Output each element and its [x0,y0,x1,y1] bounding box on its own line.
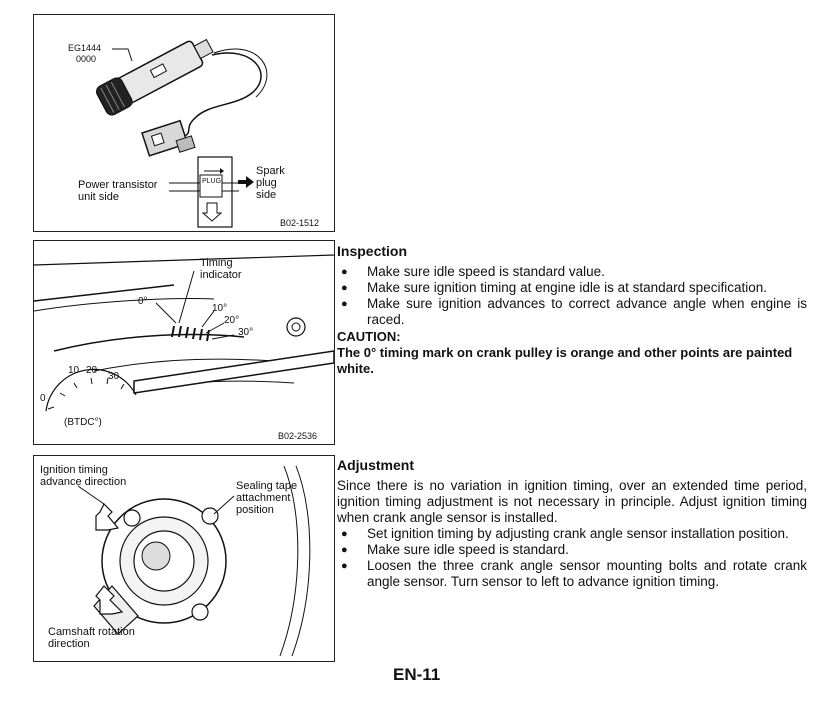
timing-indicator-label: Timing indicator [200,257,242,281]
timing-light-illustration [96,38,268,228]
advance-direction-label: Ignition timing advance direction [40,464,127,488]
adjustment-section: Adjustment Since there is no variation i… [337,457,807,590]
crank-pulley-illustration [34,254,334,412]
gauge-0-label: 0 [40,393,46,404]
tool-code: EG1444 [68,43,102,53]
plug-label: PLUG [202,178,222,185]
figure-id: B02-1512 [280,218,320,228]
page-number: EN-11 [393,665,441,684]
figure-timing-marks: Timing indicator 0° 10° 20° 30° 10 20 30… [33,240,335,445]
caution-title: CAUTION: [337,329,401,344]
list-item: Make sure idle speed is standard. [337,542,807,558]
list-item: Loosen the three crank angle sensor moun… [337,558,807,590]
crank-angle-sensor-illustration [77,465,311,657]
gauge-unit-label: (BTDC°) [64,417,102,428]
figure-crank-angle-sensor: Ignition timing advance direction Sealin… [33,455,335,662]
adjustment-intro: Since there is no variation in ignition … [337,478,807,525]
inspection-heading: Inspection [337,243,408,259]
camshaft-rotation-label: Camshaft rotation direction [48,626,135,650]
inspection-list: Make sure idle speed is standard value. … [337,264,807,328]
figure-id: B02-2536 [278,431,318,441]
gauge-30-label: 30 [108,371,120,382]
gauge-20-label: 20 [86,365,98,376]
inspection-section: Inspection Make sure idle speed is stand… [337,243,807,377]
list-item: Make sure ignition timing at engine idle… [337,280,807,296]
caution-body: The 0° timing mark on crank pulley is or… [337,345,793,376]
figure-timing-light: EG1444 0000 PLUG Power transistor unit s… [33,14,335,232]
list-item: Make sure idle speed is standard value. [337,264,807,280]
spark-plug-label: Spark plug side [256,165,285,201]
power-transistor-label: Power transistor unit side [78,179,158,203]
list-item: Set ignition timing by adjusting crank a… [337,526,807,542]
mark-10-label: 10° [212,303,228,314]
sealing-tape-label: Sealing tape attachment position [236,480,298,516]
mark-0-label: 0° [138,296,148,307]
adjustment-heading: Adjustment [337,457,414,473]
mark-30-label: 30° [238,327,254,338]
tool-code-suffix: 0000 [76,54,97,64]
adjustment-list: Set ignition timing by adjusting crank a… [337,526,807,590]
gauge-10-label: 10 [68,365,80,376]
list-item: Make sure ignition advances to correct a… [337,296,807,328]
mark-20-label: 20° [224,315,240,326]
